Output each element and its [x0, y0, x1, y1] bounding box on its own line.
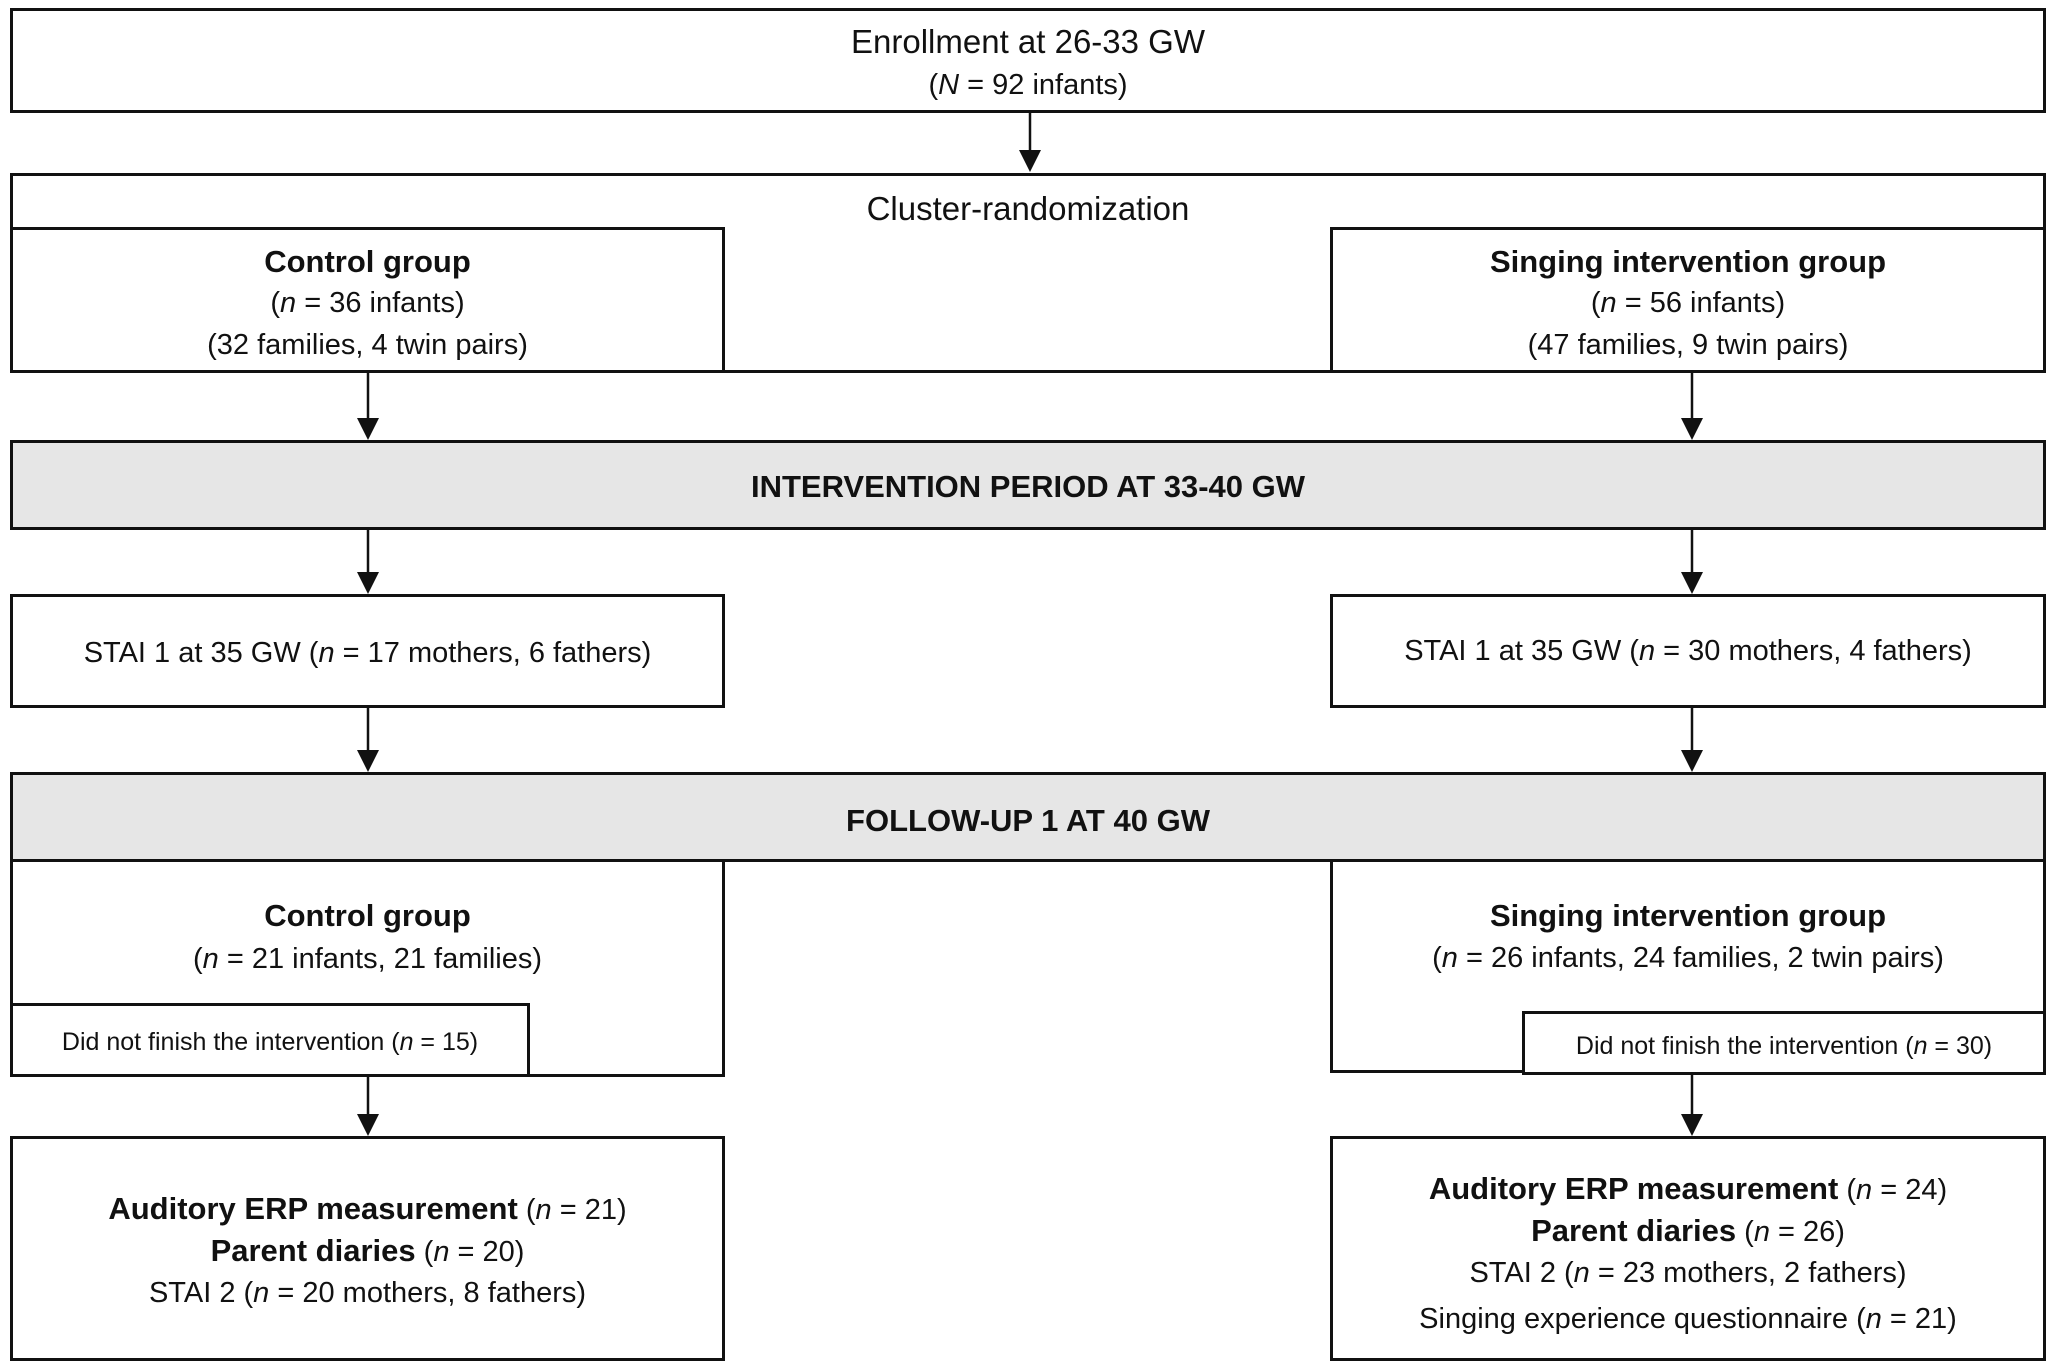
control-group-families: (32 families, 4 twin pairs)	[207, 329, 528, 361]
singing-erp-line: Auditory ERP measurement (n = 24)	[1428, 1171, 1948, 1206]
singing-stai1-box: STAI 1 at 35 GW (n = 30 mothers, 4 fathe…	[1330, 594, 2046, 708]
control-erp-line: Auditory ERP measurement (n = 21)	[108, 1191, 627, 1226]
singing-dropout-text: Did not finish the intervention (n = 30)	[1575, 1032, 1993, 1060]
followup-title: FOLLOW-UP 1 AT 40 GW	[846, 803, 1210, 838]
randomization-title: Cluster-randomization	[866, 190, 1190, 227]
followup-band: FOLLOW-UP 1 AT 40 GW	[10, 772, 2046, 862]
intervention-period-band: INTERVENTION PERIOD AT 33-40 GW	[10, 440, 2046, 530]
singing-group-families: (47 families, 9 twin pairs)	[1527, 329, 1849, 361]
singing-stai2-line: STAI 2 (n = 23 mothers, 2 fathers)	[1469, 1257, 1907, 1289]
singing-dropout-box: Did not finish the intervention (n = 30)	[1522, 1011, 2046, 1075]
singing-group-title: Singing intervention group	[1489, 244, 1887, 279]
intervention-period-title: INTERVENTION PERIOD AT 33-40 GW	[750, 469, 1306, 504]
control-group-infants: (n = 36 infants)	[270, 287, 465, 319]
enrollment-title: Enrollment at 26-33 GW	[851, 23, 1205, 60]
singing-diary-line: Parent diaries (n = 26)	[1531, 1213, 1845, 1248]
control-stai1-box: STAI 1 at 35 GW (n = 17 mothers, 6 fathe…	[10, 594, 725, 708]
singing-questionnaire-line: Singing experience questionnaire (n = 21…	[1419, 1303, 1957, 1335]
singing-followup-title: Singing intervention group	[1489, 898, 1887, 933]
singing-group-box: Singing intervention group (n = 56 infan…	[1330, 227, 2046, 373]
singing-group-infants: (n = 56 infants)	[1590, 287, 1786, 319]
control-followup-infants: (n = 21 infants, 21 families)	[192, 943, 542, 975]
control-followup-title: Control group	[264, 898, 471, 933]
control-group-box: Control group (n = 36 infants) (32 famil…	[10, 227, 725, 373]
enrollment-box: Enrollment at 26-33 GW (N = 92 infants)	[10, 8, 2046, 113]
control-dropout-box: Did not finish the intervention (n = 15)	[10, 1003, 530, 1077]
enrollment-count: (N = 92 infants)	[928, 69, 1128, 101]
control-outcomes-box: Auditory ERP measurement (n = 21) Parent…	[10, 1136, 725, 1361]
control-dropout-text: Did not finish the intervention (n = 15)	[61, 1028, 479, 1056]
singing-followup-infants: (n = 26 infants, 24 families, 2 twin pai…	[1432, 942, 1944, 974]
control-stai2-line: STAI 2 (n = 20 mothers, 8 fathers)	[148, 1277, 587, 1309]
control-stai1-text: STAI 1 at 35 GW (n = 17 mothers, 6 fathe…	[83, 637, 652, 669]
control-group-title: Control group	[264, 244, 471, 279]
control-diary-line: Parent diaries (n = 20)	[210, 1233, 525, 1268]
singing-outcomes-box: Auditory ERP measurement (n = 24) Parent…	[1330, 1136, 2046, 1361]
singing-stai1-text: STAI 1 at 35 GW (n = 30 mothers, 4 fathe…	[1404, 635, 1972, 667]
